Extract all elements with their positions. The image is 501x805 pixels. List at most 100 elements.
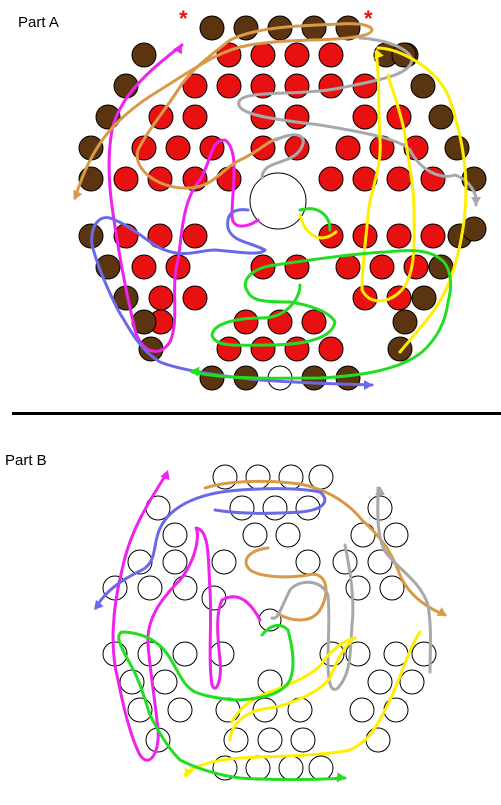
empty-hole: [365, 727, 391, 753]
red-hole: [250, 336, 276, 362]
path-magenta: [107, 43, 260, 353]
red-hole: [403, 254, 429, 280]
red-hole: [386, 285, 412, 311]
red-hole: [318, 42, 344, 68]
arrow-green: [336, 772, 346, 783]
red-hole: [352, 104, 378, 130]
empty-hole: [167, 697, 193, 723]
empty-hole: [245, 464, 271, 490]
empty-hole: [152, 669, 178, 695]
empty-hole: [399, 669, 425, 695]
empty-hole: [209, 641, 235, 667]
brown-hole: [444, 135, 470, 161]
red-hole: [284, 73, 310, 99]
empty-hole: [162, 549, 188, 575]
empty-hole: [137, 575, 163, 601]
arrow-blue: [364, 380, 373, 390]
arrow-magenta: [160, 470, 170, 481]
brown-hole: [335, 15, 361, 41]
center-hole: [249, 172, 307, 230]
red-hole: [233, 309, 259, 335]
empty-hole: [229, 495, 255, 521]
arrow-orange: [436, 607, 447, 616]
brown-hole: [131, 42, 157, 68]
path-gray: [237, 36, 478, 207]
red-hole: [386, 166, 412, 192]
red-hole: [216, 336, 242, 362]
path-yellow: [298, 46, 468, 354]
empty-hole: [215, 697, 241, 723]
red-hole: [318, 166, 344, 192]
red-hole: [369, 254, 395, 280]
red-hole: [216, 73, 242, 99]
arrow-orange: [73, 189, 83, 200]
empty-hole: [290, 727, 316, 753]
section-divider: [12, 412, 501, 415]
empty-hole: [172, 641, 198, 667]
empty-hole: [257, 727, 283, 753]
red-hole: [182, 104, 208, 130]
red-hole: [335, 135, 361, 161]
part-b-label: Part B: [5, 452, 47, 469]
red-hole: [420, 223, 446, 249]
red-hole: [148, 285, 174, 311]
empty-hole: [201, 585, 227, 611]
red-hole: [182, 223, 208, 249]
brown-hole: [301, 15, 327, 41]
red-hole: [318, 336, 344, 362]
empty-hole: [383, 522, 409, 548]
arrow-yellow: [374, 49, 384, 60]
empty-hole: [223, 727, 249, 753]
start-marker-right: *: [364, 6, 373, 31]
red-hole: [284, 42, 310, 68]
empty-hole: [379, 575, 405, 601]
arrow-magenta: [173, 44, 182, 55]
start-marker-left: *: [179, 6, 188, 31]
red-hole: [318, 73, 344, 99]
path-orange: [203, 479, 447, 622]
red-hole: [352, 285, 378, 311]
path-magenta: [111, 471, 262, 762]
red-hole: [250, 42, 276, 68]
arrow-gray: [471, 197, 481, 206]
red-hole: [182, 285, 208, 311]
brown-hole: [428, 104, 454, 130]
brown-hole: [410, 73, 436, 99]
red-hole: [284, 254, 310, 280]
empty-hole: [349, 697, 375, 723]
empty-hole: [262, 495, 288, 521]
empty-hole: [367, 669, 393, 695]
red-hole: [284, 104, 310, 130]
empty-hole: [367, 495, 393, 521]
empty-hole: [245, 755, 271, 781]
brown-hole: [233, 15, 259, 41]
empty-hole: [172, 575, 198, 601]
empty-hole: [242, 522, 268, 548]
red-hole: [182, 73, 208, 99]
red-hole: [131, 254, 157, 280]
path-blue: [94, 487, 327, 610]
red-hole: [301, 309, 327, 335]
brown-hole: [392, 309, 418, 335]
red-hole: [113, 166, 139, 192]
empty-hole: [275, 522, 301, 548]
red-hole: [250, 73, 276, 99]
path-green: [117, 623, 347, 781]
brown-hole: [199, 15, 225, 41]
brown-hole: [199, 365, 225, 391]
arrow-blue: [94, 599, 104, 610]
empty-hole: [211, 549, 237, 575]
arrow-gray: [375, 486, 385, 495]
empty-hole: [278, 755, 304, 781]
red-hole: [165, 135, 191, 161]
red-hole: [386, 223, 412, 249]
red-hole: [420, 166, 446, 192]
empty-hole: [162, 522, 188, 548]
arrow-yellow: [184, 767, 194, 778]
red-hole: [284, 135, 310, 161]
red-hole: [335, 254, 361, 280]
empty-hole: [350, 522, 376, 548]
arrow-green: [190, 366, 200, 377]
empty-hole: [308, 464, 334, 490]
